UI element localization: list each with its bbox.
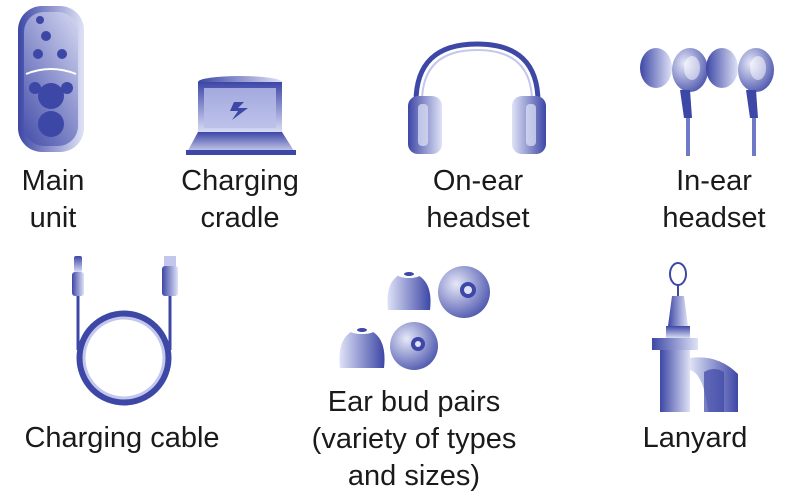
item-label: Lanyard	[624, 420, 766, 457]
item-label: Charging cradle	[170, 163, 310, 237]
label-line: Charging	[181, 165, 299, 197]
label-line: In-ear	[676, 165, 752, 197]
label-line: Main	[21, 165, 85, 197]
charging-cradle-icon	[184, 74, 298, 156]
charging-cable-icon	[68, 254, 188, 414]
label-line: unit	[29, 202, 77, 234]
item-label: In-ear headset	[640, 163, 788, 237]
item-label: On-ear headset	[405, 163, 551, 237]
on-ear-headset-icon	[404, 40, 550, 158]
label-line: headset	[662, 202, 766, 234]
label-line: Ear bud pairs	[327, 386, 501, 418]
label-line: and sizes)	[347, 460, 481, 492]
item-label: Main unit	[0, 163, 108, 237]
in-ear-headset-icon	[636, 46, 776, 158]
label-line: headset	[426, 202, 530, 234]
main-unit-icon	[16, 4, 86, 154]
label-line: cradle	[200, 202, 280, 234]
item-label: Ear bud pairs (variety of types and size…	[296, 384, 532, 495]
label-line: Charging cable	[24, 422, 220, 454]
ear-bud-pairs-icon	[338, 262, 498, 374]
label-line: Lanyard	[642, 422, 748, 454]
lanyard-icon	[648, 262, 744, 414]
label-line: On-ear	[432, 165, 524, 197]
item-label: Charging cable	[14, 420, 230, 457]
label-line: (variety of types	[311, 423, 517, 455]
